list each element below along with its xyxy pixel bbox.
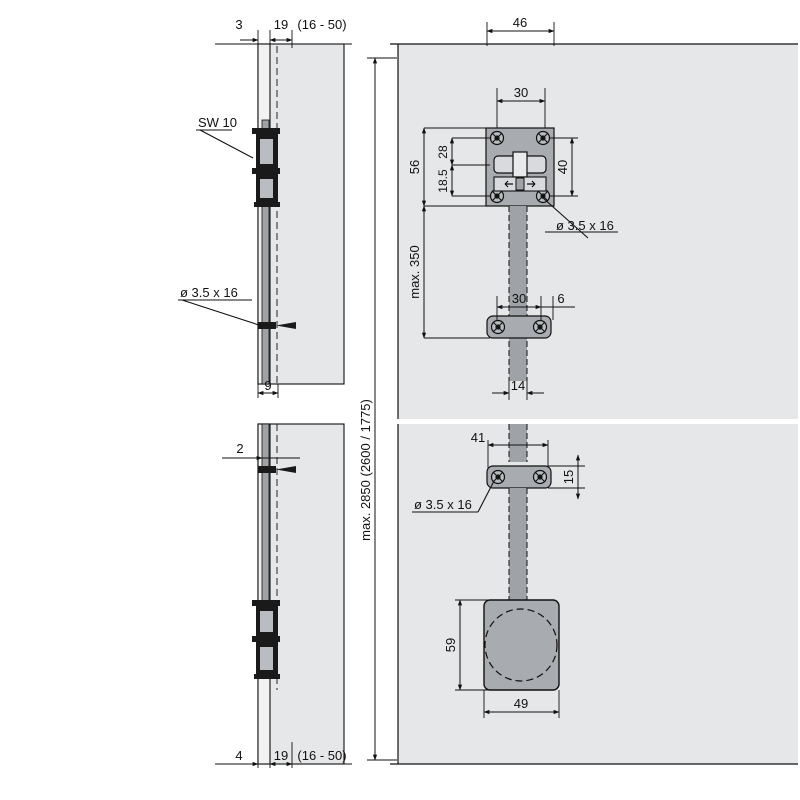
dim-label-46: 46: [513, 15, 527, 30]
dimension-group-18-5: 18.5: [436, 164, 490, 197]
screw-head-upper-left: [258, 322, 276, 329]
screw-head-lower-left-top: [258, 466, 276, 473]
screw-upper-left: [258, 322, 296, 329]
dim-label-range-bottom: (16 - 50): [297, 748, 346, 763]
screw-icon-bracket-right: [532, 319, 548, 335]
hardware-inner-upper: [260, 139, 273, 164]
screw-shank-lower-left-top: [276, 466, 296, 473]
dim-label-15: 15: [561, 470, 576, 484]
callout-sw10: SW 10: [196, 115, 254, 159]
view-lower-left: 2 4 19 (16 - 50): [215, 423, 352, 768]
callout-screw-upper-left: ø 3.5 x 16: [178, 285, 263, 327]
overall-height-dimension: max. 2850 (2600 / 1775): [358, 57, 397, 761]
dim-label-19-bottom: 19: [274, 748, 288, 763]
plate-screws: [489, 130, 551, 204]
dimension-group-bottom: 4 19 (16 - 50): [235, 742, 347, 768]
screw-lower-left-top: [258, 466, 296, 473]
screw-leader-lower-right: [477, 480, 495, 513]
overall-height-label: max. 2850 (2600 / 1775): [358, 399, 373, 541]
screw-label-upper-right: ø 3.5 x 16: [556, 218, 614, 233]
mechanism-tongue: [515, 177, 525, 191]
dim-label-41: 41: [471, 430, 485, 445]
screw-leader-upper-right: [542, 197, 589, 239]
screw-label-upper-left: ø 3.5 x 16: [180, 285, 238, 300]
lock-hardware-lower-left: [252, 600, 280, 679]
dim-label-3: 3: [235, 17, 242, 32]
screw-icon-br: [535, 188, 551, 204]
dim-label-40: 40: [555, 160, 570, 174]
bottom-plate-bore-dashed: [484, 608, 558, 682]
hardware-inner-lower: [260, 179, 273, 198]
hardware-flange-bottom: [254, 202, 280, 207]
dim-label-18-5: 18.5: [436, 169, 450, 193]
sw10-label: SW 10: [198, 115, 237, 130]
view-upper-left: SW 10 ø 3.5 x 16 3 19 (16 - 50): [178, 17, 352, 398]
view-lower-right: 41 15: [390, 424, 798, 765]
callout-screw-lower-right: ø 3.5 x 16: [412, 480, 495, 513]
dimension-group-14: 14: [492, 378, 544, 400]
dimension-group-15: 15: [548, 454, 585, 500]
dim-label-max350: max. 350: [407, 245, 422, 298]
dimension-group-max350: max. 350: [407, 205, 490, 339]
bottom-mounting-plate: [483, 599, 560, 691]
bracket-plate-upper: [486, 315, 552, 339]
door-panel-upper-left: [257, 43, 345, 385]
hardware-flange-mid-lower: [252, 636, 280, 642]
dimension-group-30b-6: 30 6: [496, 291, 575, 320]
dim-label-14: 14: [511, 378, 525, 393]
hardware-flange-top: [252, 128, 280, 134]
door-panel-lower-left: [257, 423, 345, 765]
arrow-glyph-left: [504, 180, 513, 188]
dim-label-59: 59: [443, 638, 458, 652]
dim-label-56: 56: [407, 160, 422, 174]
screw-icon-tl: [489, 130, 505, 146]
rod-channel-lower-left: [261, 423, 270, 615]
dim-label-49: 49: [514, 696, 528, 711]
rod-segment-top: [509, 424, 527, 462]
dim-label-6: 6: [557, 291, 564, 306]
dimension-group-30a: 30: [496, 85, 546, 132]
dimension-group-top: 3 19 (16 - 50): [235, 17, 347, 48]
dimension-group-9: 9: [257, 378, 279, 398]
dim-label-2: 2: [236, 441, 243, 456]
hardware-inner-a: [260, 611, 273, 632]
screw-label-lower-right: ø 3.5 x 16: [414, 497, 472, 512]
hardware-inner-b: [260, 647, 273, 670]
lock-mechanism-detail: [493, 151, 547, 192]
connecting-rod-lower: [509, 488, 527, 600]
dim-label-4: 4: [235, 748, 242, 763]
door-face-lower-right: [398, 424, 798, 764]
dim-label-9: 9: [264, 378, 271, 393]
screw-icon-bracket-left: [490, 319, 506, 335]
guide-bracket-upper: [486, 315, 552, 339]
dimension-group-49: 49: [483, 690, 560, 718]
dimension-group-46: 46: [486, 15, 555, 46]
dim-label-28: 28: [436, 145, 450, 159]
rod-channel-upper-left: [261, 119, 270, 385]
dim-label-30a: 30: [514, 85, 528, 100]
callout-screw-upper-right: ø 3.5 x 16: [542, 197, 618, 239]
hardware-flange-bottom-lower: [254, 674, 280, 679]
screw-leader-upper-left: [181, 299, 263, 327]
guide-bracket-lower: [486, 465, 552, 489]
arrow-glyph-right: [527, 180, 536, 188]
dimension-group-59: 59: [443, 599, 488, 691]
hardware-flange-mid: [252, 168, 280, 174]
dimension-group-28: 28: [436, 137, 490, 166]
dimension-group-2: 2: [222, 441, 300, 461]
lock-hardware-upper-left: [252, 128, 280, 207]
mechanism-center-block: [512, 151, 528, 178]
screw-shank-upper-left: [276, 322, 296, 329]
screw-icon-bracket-lower-left: [490, 469, 506, 485]
hardware-flange-top-lower: [252, 600, 280, 606]
dim-label-19-top: 19: [274, 17, 288, 32]
view-upper-right: 46 30: [390, 15, 798, 419]
dim-label-30b: 30: [512, 291, 526, 306]
dimension-group-40: 40: [550, 137, 578, 197]
screw-icon-bracket-lower-right: [532, 469, 548, 485]
dim-label-range-top: (16 - 50): [297, 17, 346, 32]
screw-icon-tr: [535, 130, 551, 146]
sw10-leader: [199, 129, 254, 159]
